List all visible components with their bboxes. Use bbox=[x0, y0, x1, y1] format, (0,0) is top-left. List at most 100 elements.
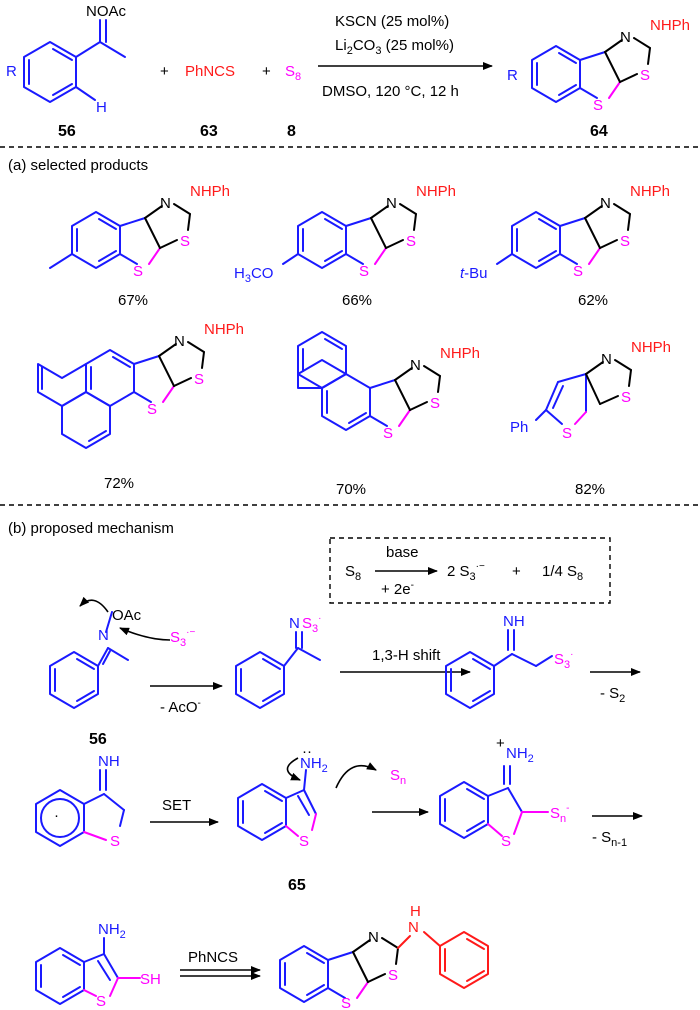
mech-thiol-structure bbox=[35, 937, 141, 1005]
reagent-r-label: R bbox=[6, 63, 17, 80]
mech-oac-label: OAc bbox=[112, 607, 142, 624]
mech-thiol-nh2-label: NH2 bbox=[98, 921, 126, 941]
p3-s-atom-2: S bbox=[620, 233, 630, 250]
p1-s-atom-2: S bbox=[180, 233, 190, 250]
box-s8-label: S8 bbox=[345, 563, 361, 583]
product-methoxy-structure bbox=[282, 203, 417, 269]
compound-8-label: 8 bbox=[287, 123, 296, 140]
compound-64-label: 64 bbox=[590, 123, 608, 140]
final-h-atom: H bbox=[410, 903, 421, 920]
product-n-atom: N bbox=[620, 29, 631, 46]
mech-56-structure bbox=[49, 596, 171, 709]
compound-56-label: 56 bbox=[58, 123, 76, 140]
yield-62: 62% bbox=[578, 292, 608, 309]
curved-arrow-3 bbox=[286, 757, 301, 781]
mech-rad-s-atom: S bbox=[110, 833, 120, 850]
product-tbu-structure bbox=[496, 203, 631, 269]
p2-n-atom: N bbox=[386, 195, 397, 212]
phncs-label: PhNCS bbox=[185, 63, 235, 80]
final-n-atom: N bbox=[368, 929, 379, 946]
mech-thiyl-structure bbox=[445, 629, 553, 709]
mech-65-lone-pair: ·· bbox=[302, 743, 312, 760]
box-s3-product: 2 S3·− bbox=[447, 561, 485, 583]
mech-65-nh2-label: NH2 bbox=[300, 755, 328, 775]
reagent-h-label: H bbox=[96, 99, 107, 116]
p6-s-atom-2: S bbox=[621, 389, 631, 406]
mech-rad-dot: · bbox=[54, 807, 59, 824]
reagent-noac-label: NOAc bbox=[86, 3, 127, 20]
product-nhph-label: NHPh bbox=[650, 17, 690, 34]
mech-56-n-atom: N bbox=[98, 627, 109, 644]
mech-compound-56-label: 56 bbox=[89, 731, 107, 748]
p2-s-atom-2: S bbox=[406, 233, 416, 250]
p1-s-atom-1: S bbox=[133, 263, 143, 280]
mech-compound-65-label: 65 bbox=[288, 877, 306, 894]
mech-iminium-s-atom: S bbox=[501, 833, 511, 850]
yield-70: 70% bbox=[336, 481, 366, 498]
p2-s-atom-1: S bbox=[359, 263, 369, 280]
mech-iminyl-n-atom: N bbox=[289, 615, 300, 632]
yield-72: 72% bbox=[104, 475, 134, 492]
final-s-atom-2: S bbox=[388, 967, 398, 984]
p4-nhph-label: NHPh bbox=[204, 321, 244, 338]
box-s8-product: 1/4 S8 bbox=[542, 563, 583, 583]
mech-thiol-s-atom: S bbox=[96, 993, 106, 1010]
product-64-structure bbox=[531, 37, 651, 103]
box-base-label: base bbox=[386, 544, 419, 561]
condition-dmso: DMSO, 120 °C, 12 h bbox=[322, 83, 459, 100]
mech-iminium-plus: + bbox=[496, 735, 505, 752]
mech-radical-cyclization-structure bbox=[35, 769, 125, 847]
p6-nhph-label: NHPh bbox=[631, 339, 671, 356]
plus-sign-1: + bbox=[160, 63, 169, 80]
reactant-56-structure bbox=[23, 19, 126, 103]
mech-s3-radical-label: S3·− bbox=[170, 627, 195, 649]
product-methyl-structure bbox=[49, 203, 191, 269]
mech-thiol-sh-label: SH bbox=[140, 971, 161, 988]
mech-thiyl-nh-label: NH bbox=[503, 613, 525, 630]
plus-sign-2: + bbox=[262, 63, 271, 80]
final-product-structure bbox=[279, 931, 489, 1003]
product-naphtho-a-structure bbox=[37, 341, 205, 449]
minus-s2-label: - S2 bbox=[600, 685, 625, 705]
section-a-title: (a) selected products bbox=[8, 157, 148, 174]
p5-n-atom: N bbox=[410, 357, 421, 374]
methoxy-label: H3CO bbox=[234, 265, 273, 285]
yield-67: 67% bbox=[118, 292, 148, 309]
box-plus: + bbox=[512, 563, 521, 580]
product-phenyl-structure bbox=[535, 359, 632, 425]
condition-li2co3: Li2CO3 (25 mol%) bbox=[335, 37, 454, 57]
set-label: SET bbox=[162, 797, 191, 814]
p1-nhph-label: NHPh bbox=[190, 183, 230, 200]
mech-iminium-sn-label: Sn- bbox=[550, 803, 569, 825]
tbu-label: t-Bu bbox=[460, 265, 488, 282]
p3-n-atom: N bbox=[600, 195, 611, 212]
final-s-atom-1: S bbox=[341, 995, 351, 1010]
s8-label: S8 bbox=[285, 63, 301, 83]
final-phncs-label: PhNCS bbox=[188, 949, 238, 966]
mech-sn-label: Sn bbox=[390, 767, 406, 787]
mech-65-s-atom: S bbox=[299, 833, 309, 850]
curved-arrow-4 bbox=[335, 762, 377, 789]
s3-generation-box bbox=[329, 537, 611, 604]
p4-s-atom-1: S bbox=[147, 401, 157, 418]
h-shift-label: 1,3-H shift bbox=[372, 647, 441, 664]
p6-n-atom: N bbox=[601, 351, 612, 368]
product-naphtho-b-structure bbox=[297, 331, 441, 431]
mech-iminium-structure bbox=[439, 765, 549, 839]
p3-s-atom-1: S bbox=[573, 263, 583, 280]
section-b-title: (b) proposed mechanism bbox=[8, 520, 174, 537]
minus-aco-label: - AcO- bbox=[160, 698, 201, 716]
p5-s-atom-2: S bbox=[430, 395, 440, 412]
mech-iminyl-structure bbox=[235, 631, 321, 709]
yield-82: 82% bbox=[575, 481, 605, 498]
mech-iminium-nh2-label: NH2 bbox=[506, 745, 534, 765]
product-s-atom-2: S bbox=[640, 67, 650, 84]
p2-nhph-label: NHPh bbox=[416, 183, 456, 200]
yield-66: 66% bbox=[342, 292, 372, 309]
mech-rad-nh-label: NH bbox=[98, 753, 120, 770]
p6-s-atom-1: S bbox=[562, 425, 572, 442]
mech-65-structure bbox=[237, 757, 377, 841]
final-nh-atom: N bbox=[408, 919, 419, 936]
